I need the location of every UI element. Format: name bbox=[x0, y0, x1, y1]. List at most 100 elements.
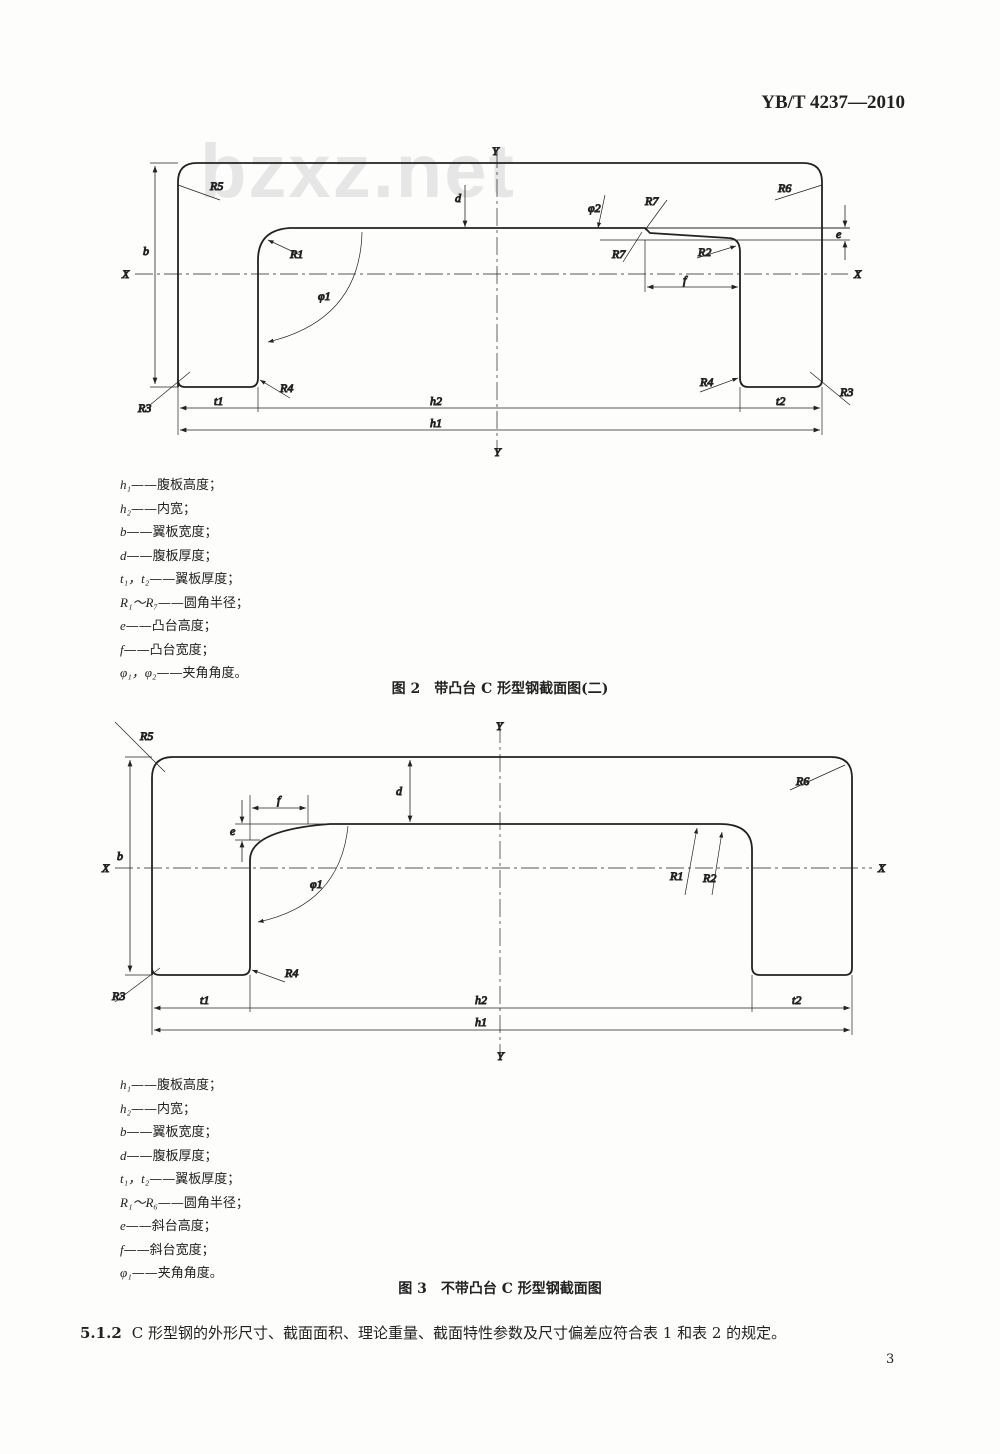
fig2-label-h2: h2 bbox=[430, 394, 442, 408]
fig3-section-outline bbox=[151, 756, 853, 976]
legend-desc: ——腹板高度； bbox=[131, 1078, 223, 1093]
fig3-label-x-right: X bbox=[877, 861, 886, 875]
fig2-label-b: b bbox=[143, 244, 149, 258]
legend-item: R₁～R₆——圆角半径； bbox=[120, 1192, 249, 1216]
fig3-label-r6: R6 bbox=[795, 774, 809, 788]
legend-symbol: h₁ bbox=[120, 1077, 132, 1092]
fig3-label-y-top: Y bbox=[496, 719, 504, 733]
fig3-label-r2: R2 bbox=[702, 871, 716, 885]
legend-item: f——斜台宽度； bbox=[120, 1239, 249, 1263]
legend-desc: ——内宽； bbox=[131, 501, 197, 517]
legend-symbol: e bbox=[120, 618, 126, 633]
figure-2-caption: 图 2 带凸台 C 形型钢截面图(二) bbox=[391, 681, 609, 697]
figure-3-diagram: Y Y X X b d R5 R6 f e φ1 R1 R2 R3 R4 t1 … bbox=[101, 719, 887, 1064]
legend-item: b——翼板宽度； bbox=[120, 1121, 249, 1145]
figure-2-legend: h₁——腹板高度； h₂——内宽； b——翼板宽度； d——腹板厚度； t₁，t… bbox=[120, 474, 249, 686]
legend-desc: ——斜台宽度； bbox=[123, 1242, 215, 1258]
legend-symbol: f bbox=[120, 1241, 124, 1257]
clause-paragraph: 5.1.2 C 形型钢的外形尺寸、截面面积、理论重量、截面特性参数及尺寸偏差应符合… bbox=[80, 1322, 786, 1343]
legend-symbol: b bbox=[120, 1124, 127, 1139]
fig2-label-e: e bbox=[836, 227, 842, 241]
legend-symbol: t₁，t₂ bbox=[120, 1171, 150, 1186]
legend-desc: ——圆角半径； bbox=[157, 595, 249, 611]
fig2-label-phi2: φ2 bbox=[588, 201, 601, 215]
legend-symbol: h₁ bbox=[120, 477, 132, 492]
fig2-label-r6: R6 bbox=[777, 181, 791, 195]
fig3-label-phi1: φ1 bbox=[310, 877, 323, 891]
fig2-label-h1: h1 bbox=[430, 416, 442, 430]
fig3-label-x-left: X bbox=[101, 861, 110, 875]
legend-item: φ₁——夹角角度。 bbox=[120, 1262, 249, 1286]
legend-desc: ——夹角角度。 bbox=[156, 666, 248, 681]
legend-item: e——斜台高度； bbox=[120, 1215, 249, 1239]
fig2-label-y-top: Y bbox=[492, 144, 500, 158]
fig2-label-r7-top: R7 bbox=[644, 194, 659, 208]
legend-desc: ——内宽； bbox=[131, 1101, 197, 1117]
fig3-label-f: f bbox=[277, 793, 282, 807]
fig2-label-x-right: X bbox=[853, 267, 862, 281]
legend-item: e——凸台高度； bbox=[120, 615, 249, 639]
figure-2-diagram: Y Y X X b d R5 R6 R1 φ1 φ2 R7 R7 R2 f e … bbox=[121, 144, 863, 460]
fig3-label-d: d bbox=[396, 784, 403, 798]
legend-item: h₂——内宽； bbox=[120, 498, 249, 522]
fig2-label-f: f bbox=[683, 273, 688, 287]
fig3-label-b: b bbox=[117, 849, 123, 863]
legend-item: t₁，t₂——翼板厚度； bbox=[120, 568, 249, 592]
figure-3-legend: h₁——腹板高度； h₂——内宽； b——翼板宽度； d——腹板厚度； t₁，t… bbox=[120, 1074, 249, 1286]
legend-desc: ——腹板高度； bbox=[131, 478, 223, 493]
legend-item: h₂——内宽； bbox=[120, 1098, 249, 1122]
legend-symbol: φ₁，φ₂ bbox=[120, 665, 157, 680]
legend-item: f——凸台宽度； bbox=[120, 639, 249, 663]
legend-symbol: φ₁ bbox=[120, 1265, 132, 1280]
legend-desc: ——斜台高度； bbox=[125, 1219, 217, 1234]
legend-item: h₁——腹板高度； bbox=[120, 1074, 249, 1098]
fig2-label-x-left: X bbox=[121, 267, 130, 281]
fig2-label-r7-bottom: R7 bbox=[611, 247, 626, 261]
legend-item: t₁，t₂——翼板厚度； bbox=[120, 1168, 249, 1192]
clause-number: 5.1.2 bbox=[80, 1324, 122, 1342]
fig2-label-t1: t1 bbox=[214, 394, 223, 408]
legend-desc: ——翼板宽度； bbox=[126, 1125, 218, 1140]
legend-desc: ——圆角半径； bbox=[157, 1195, 249, 1211]
fig2-label-y-bottom: Y bbox=[494, 445, 502, 459]
legend-item: d——腹板厚度； bbox=[120, 545, 249, 569]
watermark: bzxz.net bbox=[200, 129, 516, 214]
legend-symbol: h₂ bbox=[120, 500, 132, 516]
fig3-label-r4: R4 bbox=[284, 966, 298, 980]
legend-desc: ——翼板厚度； bbox=[149, 572, 241, 587]
legend-desc: ——凸台高度； bbox=[125, 619, 217, 634]
legend-symbol: d bbox=[120, 547, 127, 563]
fig2-label-r3-right: R3 bbox=[839, 385, 853, 399]
fig2-label-phi1: φ1 bbox=[318, 289, 331, 303]
legend-symbol: f bbox=[120, 641, 124, 657]
standard-number: YB/T 4237—2010 bbox=[761, 92, 905, 113]
legend-item: b——翼板宽度； bbox=[120, 521, 249, 545]
clause-text: C 形型钢的外形尺寸、截面面积、理论重量、截面特性参数及尺寸偏差应符合表 1 和… bbox=[131, 1324, 787, 1342]
legend-symbol: e bbox=[120, 1218, 126, 1233]
fig2-label-r2: R2 bbox=[697, 245, 711, 259]
fig3-label-h2: h2 bbox=[475, 993, 487, 1007]
legend-desc: ——翼板宽度； bbox=[126, 525, 218, 540]
legend-desc: ——腹板厚度； bbox=[126, 1148, 218, 1164]
legend-symbol: d bbox=[120, 1147, 127, 1163]
fig2-label-r4-left: R4 bbox=[279, 381, 293, 395]
legend-desc: ——夹角角度。 bbox=[131, 1266, 223, 1281]
legend-item: φ₁，φ₂——夹角角度。 bbox=[120, 662, 249, 686]
page-number: 3 bbox=[886, 1352, 895, 1367]
legend-item: R₁～R₇——圆角半径； bbox=[120, 592, 249, 616]
fig2-label-t2: t2 bbox=[776, 394, 785, 408]
legend-symbol: t₁，t₂ bbox=[120, 571, 150, 586]
fig2-label-r5: R5 bbox=[209, 179, 223, 193]
fig2-label-d: d bbox=[455, 191, 462, 205]
fig3-label-e: e bbox=[230, 824, 236, 838]
legend-desc: ——凸台宽度； bbox=[123, 642, 215, 658]
legend-symbol: b bbox=[120, 524, 127, 539]
fig3-label-t2: t2 bbox=[792, 993, 801, 1007]
legend-item: h₁——腹板高度； bbox=[120, 474, 249, 498]
legend-item: d——腹板厚度； bbox=[120, 1145, 249, 1169]
fig2-label-r1: R1 bbox=[289, 247, 303, 261]
fig3-label-r1: R1 bbox=[669, 869, 683, 883]
legend-symbol: R₁～R₇ bbox=[120, 594, 158, 610]
